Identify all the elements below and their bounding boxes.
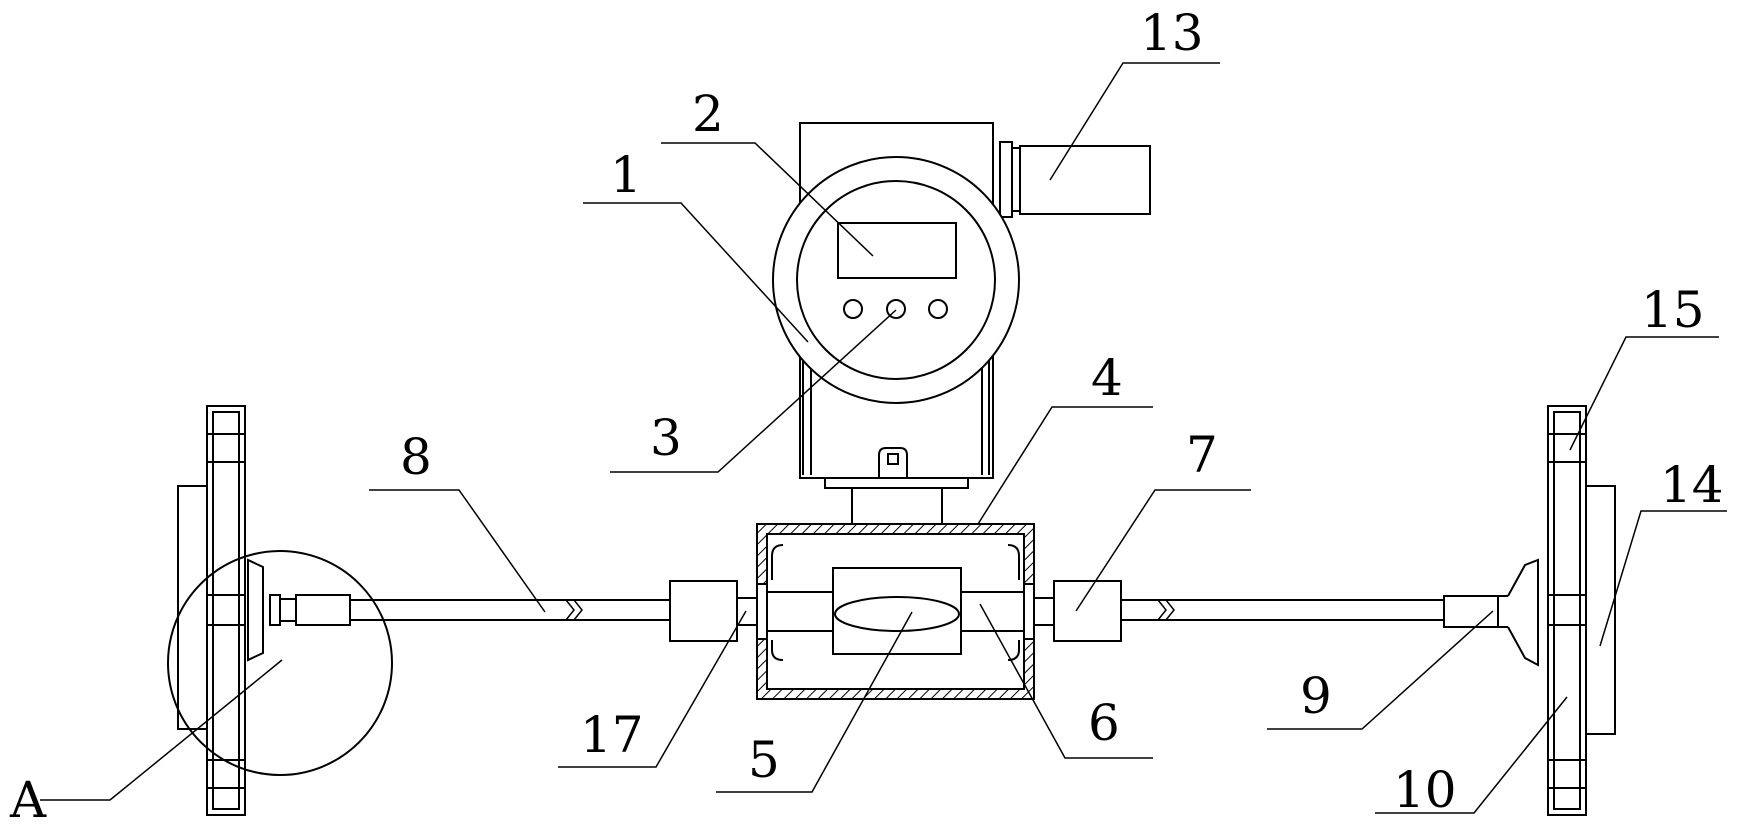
label-5: 5 [748, 731, 780, 789]
button-middle [886, 299, 906, 319]
leader-lines [40, 62, 1727, 814]
transmitter-housing [772, 122, 1151, 525]
display-screen [837, 222, 957, 279]
label-4: 4 [1091, 349, 1123, 407]
label-13: 13 [1140, 4, 1204, 62]
right-flange [1547, 405, 1616, 816]
label-10: 10 [1393, 761, 1457, 819]
label-6: 6 [1088, 694, 1120, 752]
label-17: 17 [580, 706, 644, 764]
label-9: 9 [1300, 667, 1332, 725]
button-left [843, 299, 863, 319]
left-pipe-assembly [247, 558, 758, 662]
label-1: 1 [610, 146, 642, 204]
label-14: 14 [1660, 456, 1724, 514]
reference-labels: 1 2 3 4 5 6 7 8 9 10 13 14 15 17 A [9, 4, 1724, 829]
left-flange [167, 405, 393, 816]
button-right [928, 299, 948, 319]
label-8: 8 [400, 428, 432, 486]
label-A: A [9, 771, 47, 829]
label-15: 15 [1641, 281, 1705, 339]
sensor-body [756, 523, 1035, 700]
right-pipe-assembly [1033, 558, 1539, 667]
label-7: 7 [1186, 426, 1218, 484]
label-3: 3 [650, 409, 682, 467]
label-2: 2 [692, 85, 724, 143]
